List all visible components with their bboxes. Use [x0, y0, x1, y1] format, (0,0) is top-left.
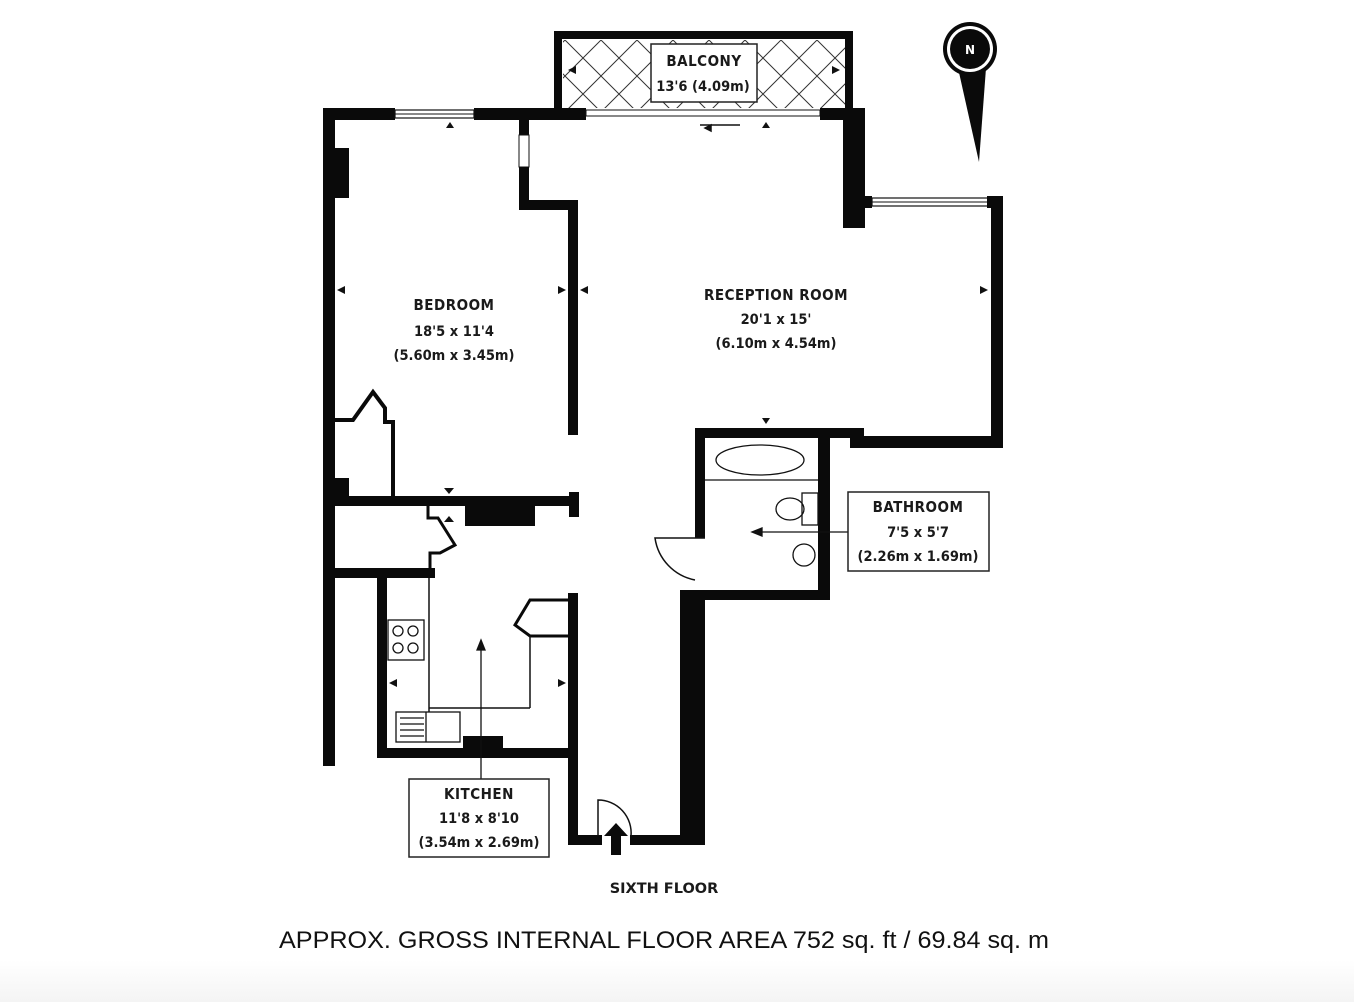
hob-icon	[387, 619, 425, 661]
bathroom-dim-imperial: 7'5 x 5'7	[887, 525, 949, 541]
bathroom-dim-metric: (2.26m x 1.69m)	[858, 549, 979, 565]
entrance-arrow-icon	[604, 823, 628, 855]
reception-label: RECEPTION ROOM 20'1 x 15' (6.10m x 4.54m…	[704, 286, 848, 352]
reception-dim-metric: (6.10m x 4.54m)	[716, 336, 837, 352]
kitchen-label: KITCHEN 11'8 x 8'10 (3.54m x 2.69m)	[408, 778, 550, 858]
toilet-cistern-icon	[801, 492, 819, 526]
north-arrow-icon: N	[943, 22, 997, 162]
label-leaders	[476, 527, 848, 780]
walls	[323, 108, 1003, 845]
basin-icon	[792, 543, 816, 567]
kitchen-name: KITCHEN	[444, 785, 514, 803]
fixtures	[387, 444, 819, 743]
reception-name: RECEPTION ROOM	[704, 286, 848, 304]
balcony-name: BALCONY	[666, 52, 741, 70]
toilet-icon	[775, 497, 805, 521]
floor-label: SIXTH FLOOR	[610, 881, 719, 897]
balcony: BALCONY 13'6 (4.09m)	[554, 31, 853, 108]
kitchen-dim-imperial: 11'8 x 8'10	[439, 811, 519, 827]
bedroom-label: BEDROOM 18'5 x 11'4 (5.60m x 3.45m)	[394, 296, 515, 364]
bedroom-name: BEDROOM	[414, 296, 495, 314]
radiator-markers	[337, 122, 988, 687]
bathroom-name: BATHROOM	[873, 498, 964, 516]
bathtub-icon	[715, 444, 805, 476]
kitchen-dim-metric: (3.54m x 2.69m)	[419, 835, 540, 851]
bedroom-dim-imperial: 18'5 x 11'4	[414, 324, 494, 340]
bedroom-dim-metric: (5.60m x 3.45m)	[394, 348, 515, 364]
sink-icon	[395, 711, 461, 743]
doors	[597, 123, 740, 837]
floor-area-text: APPROX. GROSS INTERNAL FLOOR AREA 752 sq…	[279, 927, 1049, 954]
reception-dim-imperial: 20'1 x 15'	[741, 312, 812, 328]
bathroom-label: BATHROOM 7'5 x 5'7 (2.26m x 1.69m)	[847, 491, 990, 572]
balcony-dimensions: 13'6 (4.09m)	[656, 79, 749, 95]
svg-text:N: N	[965, 43, 975, 57]
